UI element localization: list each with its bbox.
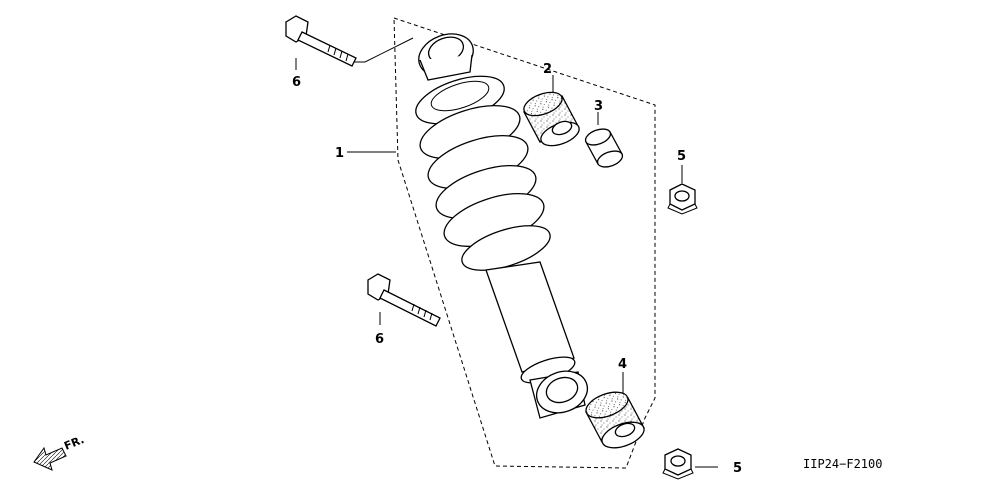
- flange-bolt-top: [285, 15, 357, 67]
- collar: [584, 128, 624, 168]
- front-direction-label: FR.: [62, 433, 86, 453]
- assembly-boundary: [393, 17, 656, 469]
- leader-lines: [295, 37, 718, 468]
- callout-6-top: 6: [292, 75, 301, 90]
- rear-shock-absorber: [415, 33, 589, 419]
- callout-5-top: 5: [677, 149, 686, 164]
- upper-bushing: [523, 91, 580, 147]
- callout-1: 1: [335, 146, 344, 161]
- callout-5-bottom: 5: [733, 461, 742, 476]
- callout-2: 2: [543, 62, 552, 77]
- flange-nut-bottom: [662, 448, 694, 480]
- front-direction-arrow: FR.: [33, 433, 86, 471]
- flange-bolt-bottom: [367, 273, 441, 327]
- callout-4: 4: [618, 357, 627, 372]
- callout-3: 3: [594, 99, 603, 114]
- callout-6-bottom: 6: [375, 332, 384, 347]
- lower-bushing: [585, 391, 645, 449]
- diagram-code: IIP24−F2100: [803, 457, 882, 471]
- flange-nut-top: [667, 183, 698, 215]
